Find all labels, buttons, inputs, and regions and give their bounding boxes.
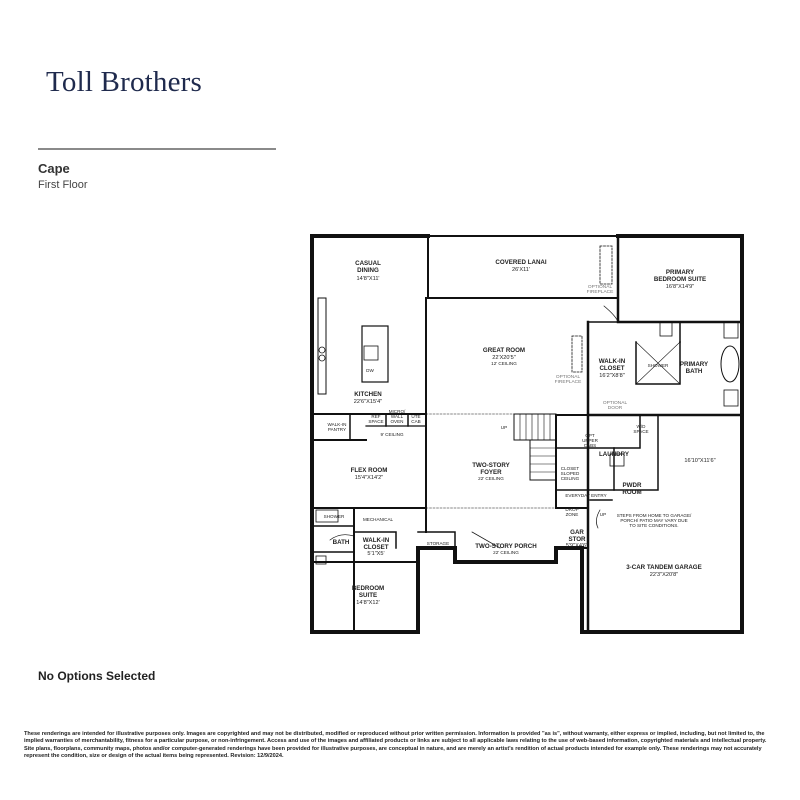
garage-storage-dim: 5'9"X4'6"	[566, 543, 588, 549]
options-status: No Options Selected	[38, 669, 156, 683]
bath2-shower-label: SHOWER	[324, 514, 345, 519]
bath-name: BATH	[333, 539, 350, 546]
covered-lanai-name: COVERED LANAI	[495, 259, 547, 266]
great-room-ceiling: 12' CEILING	[491, 361, 517, 366]
steps-note: STEPS FROM HOME TO GARAGE/PORCH/ PATIO M…	[617, 513, 692, 528]
front-garage-dim: 16'10"X11'6"	[684, 458, 715, 464]
legal-disclaimer: These renderings are intended for illust…	[24, 731, 767, 760]
flex-room-name: FLEX ROOM	[351, 467, 388, 474]
mechanical-label: MECHANICAL	[363, 517, 394, 522]
storage-label: STORAGE	[427, 541, 449, 546]
nine-foot-ceiling-label: 9' CEILING	[380, 432, 404, 437]
great-room-name: GREAT ROOM	[483, 347, 525, 354]
tandem-garage-name: 3-CAR TANDEM GARAGE	[626, 564, 702, 571]
flex-room-dim: 15'4"X14'2"	[355, 475, 384, 481]
closet2-dim: 5'1"X5'	[367, 551, 384, 557]
header-divider	[38, 148, 276, 150]
laundry-name: LAUNDRY	[599, 451, 630, 458]
casual-dining-dim: 14'8"X11'	[357, 276, 380, 282]
everyday-entry-label: EVERYDAY ENTRY	[565, 493, 606, 498]
brand-logo: Toll Brothers	[46, 66, 203, 98]
primary-bedroom-dim: 16'8"X14'9"	[666, 284, 695, 290]
great-room-dim: 22'X20'5"	[492, 355, 515, 361]
covered-lanai-dim: 26'X11'	[512, 267, 530, 273]
tandem-garage-dim: 22'3"X20'8"	[650, 572, 679, 578]
kitchen-dim: 22'6"X15'4"	[354, 399, 383, 405]
primary-shower-label: SHOWER	[648, 363, 669, 368]
bedroom-suite-dim: 14'8"X12'	[356, 600, 379, 606]
primary-closet-dim: 16'2"X8'8"	[599, 373, 624, 379]
garage-up-label: UP	[600, 512, 606, 517]
floor-name: First Floor	[38, 179, 88, 191]
plan-name: Cape	[38, 161, 70, 176]
porch-ceiling: 22' CEILING	[493, 550, 519, 555]
kitchen-name: KITCHEN	[354, 391, 382, 398]
porch-name: TWO-STORY PORCH	[475, 543, 537, 550]
dishwasher-label: DW	[366, 368, 374, 373]
stair-up-label: UP	[501, 425, 507, 430]
foyer-ceiling: 22' CEILING	[478, 476, 504, 481]
